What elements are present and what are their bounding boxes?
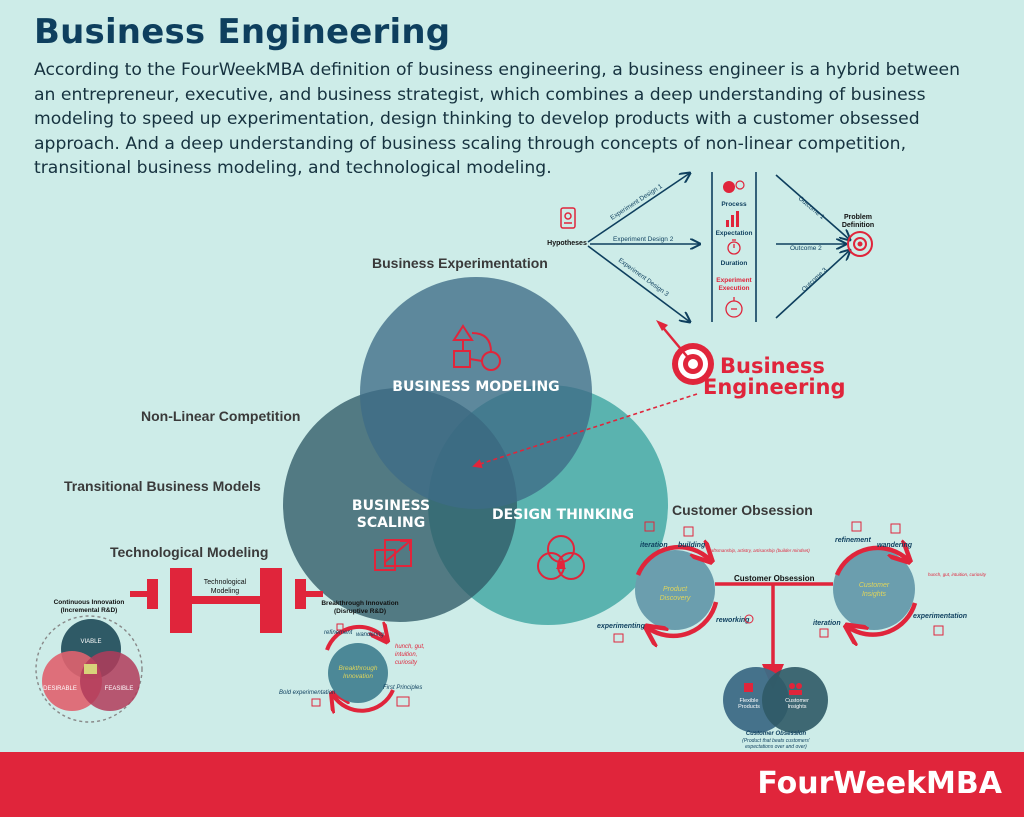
bt-hunch-3: curiosity <box>395 660 418 666</box>
viable-desirable-feasible-venn <box>35 615 143 723</box>
process-flow-icon <box>452 324 501 371</box>
breakthrough-center-1: Breakthrough <box>338 665 377 672</box>
business-engineering-target-icon <box>656 320 714 385</box>
co-refinement: refinement <box>835 537 871 544</box>
product-discovery-circle <box>635 550 715 630</box>
co-experimenting: experimenting <box>597 623 646 630</box>
tech-center-2: Modeling <box>211 588 240 595</box>
co-hunch: hunch, gut, intuition, curiosity <box>928 572 987 577</box>
label-non-linear-competition: Non-Linear Competition <box>141 408 300 424</box>
business-scaling-label-2: SCALING <box>357 515 426 531</box>
outcome-arrow-3 <box>775 250 850 319</box>
brand-logo: FourWeekMBA <box>757 766 1002 801</box>
label-customer-obsession: Customer Obsession <box>672 502 813 518</box>
breakthrough-center-2: Innovation <box>343 673 373 680</box>
customer-icons <box>744 683 802 695</box>
footer-bar: FourWeekMBA <box>0 752 1024 817</box>
feasible-label: FEASIBLE <box>105 686 134 692</box>
outcome-arrow-1 <box>775 174 850 240</box>
bt-bold: Bold experimentation <box>279 690 336 696</box>
page-intro: According to the FourWeekMBA definition … <box>34 60 960 178</box>
execution-icon <box>725 297 743 318</box>
ci-label-1: Customer <box>859 582 890 589</box>
page-title: Business Engineering <box>34 12 451 52</box>
ci-label-2: Insights <box>862 591 887 598</box>
bt-hunch-1: hunch, gut, <box>395 644 425 650</box>
experiment-flow: Hypotheses Experiment Design 1 Experimen… <box>547 172 874 322</box>
venn-icon-center <box>556 560 566 569</box>
experiment-design-1: Experiment Design 1 <box>609 183 664 222</box>
experiment-design-2: Experiment Design 2 <box>613 236 674 243</box>
bt-small-icons <box>311 623 410 707</box>
co-iteration-2: iteration <box>813 620 841 627</box>
co-craft: craftsmanship, artistry, artisanship (bu… <box>707 548 810 553</box>
outcome-3: Outcome 3 <box>801 266 829 293</box>
bci-label-1: Customer <box>785 698 809 704</box>
breakthrough-innovation-2: (Disruptive R&D) <box>334 608 386 615</box>
business-modeling-label: BUSINESS MODELING <box>392 379 559 395</box>
bt-first-principles: First Principles <box>383 685 422 691</box>
customer-cycles <box>635 547 918 733</box>
scaling-icon <box>374 539 412 571</box>
step-experiment: Experiment <box>716 277 752 284</box>
design-thinking-label: DESIGN THINKING <box>492 507 634 523</box>
business-engineering-title-1: Business <box>720 354 825 378</box>
bt-hunch-2: intuition, <box>395 652 417 658</box>
business-scaling-label-1: BUSINESS <box>352 498 430 514</box>
co-small-icons <box>613 521 944 643</box>
co-wandering: wandering <box>877 542 913 549</box>
design-arrow-3 <box>587 245 690 322</box>
outcome-1: Outcome 1 <box>797 195 826 221</box>
bci-label-2: Insights <box>788 704 807 710</box>
co-building: building <box>678 542 706 549</box>
stopwatch-icon <box>727 239 741 255</box>
continuous-innovation-2: (Incremental R&D) <box>61 607 118 614</box>
feasible-circle <box>80 651 140 711</box>
expectation-icon <box>726 211 739 227</box>
co-obsession-bar: Customer Obsession <box>734 574 815 583</box>
customer-insights-circle <box>833 548 915 630</box>
step-duration: Duration <box>721 260 748 267</box>
co-bottom-3: expectations over and over) <box>745 744 807 750</box>
co-bottom-1: Customer Obsession <box>746 731 807 737</box>
desirable-label: DESIRABLE <box>43 686 77 692</box>
hypotheses-icon <box>560 207 576 229</box>
tech-center-1: Technological <box>204 579 247 586</box>
fp-label-2: Products <box>738 704 760 710</box>
viable-label: VIABLE <box>80 639 101 645</box>
problem-definition-2: Definition <box>842 222 874 229</box>
pd-label-1: Product <box>663 586 688 593</box>
fp-label-1: Flexible <box>740 698 759 704</box>
process-icon <box>723 180 745 193</box>
business-engineering-title-2: Engineering <box>703 375 846 399</box>
problem-definition-1: Problem <box>844 214 872 221</box>
label-transitional-business-models: Transitional Business Models <box>64 478 261 494</box>
main-venn: BUSINESS MODELING BUSINESS SCALING DESIG… <box>283 277 668 625</box>
co-iteration: iteration <box>640 542 668 549</box>
continuous-innovation-1: Continuous Innovation <box>54 599 125 606</box>
co-bottom-2: (Product that beats customers' <box>742 738 811 744</box>
breakthrough-innovation-1: Breakthrough Innovation <box>321 600 398 607</box>
hypotheses-label: Hypotheses <box>547 240 587 247</box>
co-experimentation: experimentation <box>913 613 967 620</box>
step-process: Process <box>721 201 747 208</box>
target-icon <box>847 231 873 257</box>
business-modeling-circle <box>360 277 592 509</box>
tech-modeling-bar <box>130 568 323 633</box>
bt-refinement: refinement <box>324 630 353 636</box>
breakthrough-cycle <box>325 627 395 711</box>
design-arrow-1 <box>587 173 690 243</box>
pd-label-2: Discovery <box>660 595 691 602</box>
breakthrough-circle <box>328 643 388 703</box>
label-business-experimentation: Business Experimentation <box>372 255 548 271</box>
co-reworking: reworking <box>716 617 750 624</box>
label-technological-modeling: Technological Modeling <box>110 544 268 560</box>
bottom-customer-insights-circle <box>762 667 828 733</box>
outcome-2: Outcome 2 <box>790 245 822 252</box>
step-expectation: Expectation <box>716 230 753 237</box>
bt-wandering: wandering <box>356 632 384 638</box>
experiment-design-3: Experiment Design 3 <box>617 257 670 298</box>
step-execution: Execution <box>718 285 749 292</box>
